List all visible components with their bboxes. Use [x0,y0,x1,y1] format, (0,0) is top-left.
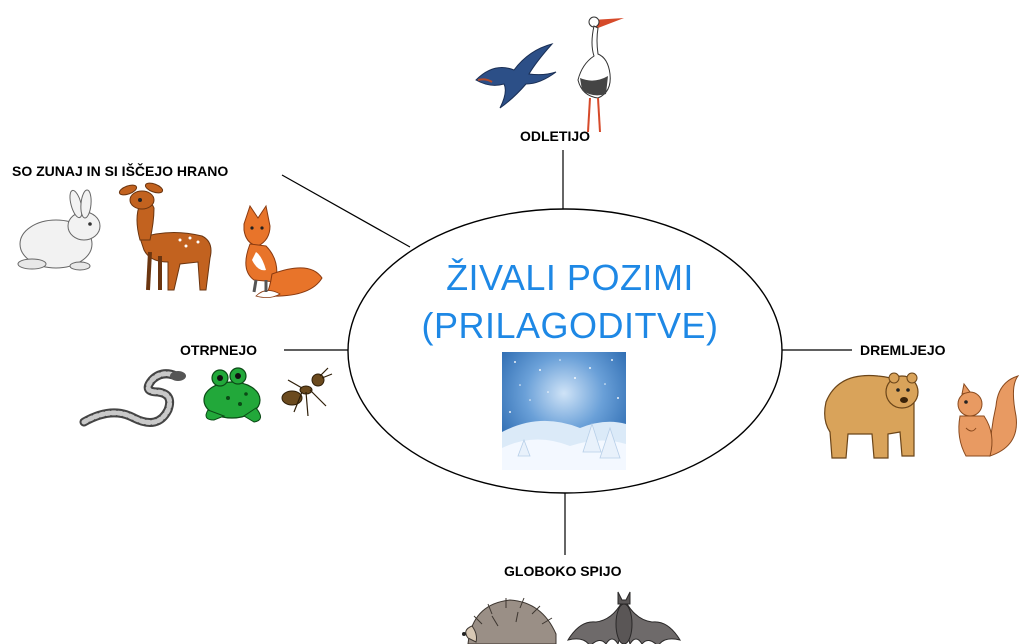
branch-label-so-zunaj: SO ZUNAJ IN SI IŠČEJO HRANO [12,163,229,179]
center-ellipse [347,208,783,494]
branch-label-globoko-spijo: GLOBOKO SPIJO [504,563,622,579]
snake-picture [79,369,186,427]
branch-label-otrpnejo: OTRPNEJO [180,342,258,358]
bat-picture [566,591,682,644]
swallow-picture [475,43,557,109]
hedgehog-picture [462,597,557,644]
fox-picture [243,204,323,298]
bear-picture [824,372,919,459]
branch-label-odletijo: ODLETIJO [520,128,591,144]
center-title-line-1: ŽIVALI POZIMI [446,257,694,298]
stork-picture [577,16,624,133]
center-title-line-2: (PRILAGODITVE) [421,305,719,346]
winter-landscape-picture [502,352,626,470]
connector-top-left [281,174,411,248]
frog-picture [203,367,261,423]
ant-picture [281,367,333,417]
deer-picture [118,182,212,291]
branch-label-dremljejo: DREMLJEJO [860,342,946,358]
squirrel-picture [957,375,1019,457]
rabbit-picture [17,189,101,271]
